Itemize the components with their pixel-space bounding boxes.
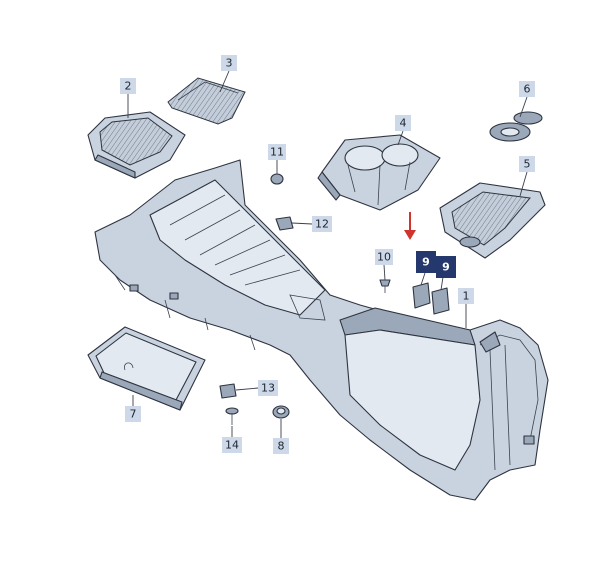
part-clip-11 <box>270 173 284 185</box>
callout-14[interactable]: 14 <box>222 437 242 453</box>
callout-2[interactable]: 2 <box>120 78 136 94</box>
part-insert-pad <box>412 282 450 315</box>
callout-8[interactable]: 8 <box>273 438 289 454</box>
svg-text:3: 3 <box>226 57 233 70</box>
leader-lines <box>127 70 528 438</box>
callout-9-left[interactable]: 9 <box>416 251 436 273</box>
callout-6[interactable]: 6 <box>519 81 535 97</box>
part-center-console <box>94 159 549 501</box>
svg-text:1: 1 <box>463 290 470 303</box>
part-grommet <box>272 405 290 419</box>
part-mat-insert <box>167 77 246 125</box>
svg-text:13: 13 <box>261 382 275 395</box>
callout-7[interactable]: 7 <box>125 406 141 422</box>
part-charging-module <box>439 182 546 259</box>
part-cup-holder <box>317 134 441 211</box>
part-bracket-12 <box>275 216 294 231</box>
svg-text:11: 11 <box>270 146 284 159</box>
svg-text:8: 8 <box>278 440 285 453</box>
svg-text:5: 5 <box>524 158 531 171</box>
svg-text:12: 12 <box>315 218 329 231</box>
svg-text:9: 9 <box>422 256 430 269</box>
svg-text:9: 9 <box>442 261 450 274</box>
part-nut-13 <box>219 383 237 399</box>
callout-12[interactable]: 12 <box>312 216 332 232</box>
callout-4[interactable]: 4 <box>395 115 411 131</box>
callout-3[interactable]: 3 <box>221 55 237 71</box>
svg-text:2: 2 <box>125 80 132 93</box>
callout-11[interactable]: 11 <box>268 144 286 160</box>
svg-text:14: 14 <box>225 439 239 452</box>
part-rubber-mat <box>489 111 543 142</box>
callout-13[interactable]: 13 <box>258 380 278 396</box>
part-screw-14 <box>225 407 239 425</box>
part-screw-10 <box>379 279 391 293</box>
svg-text:10: 10 <box>377 251 391 264</box>
part-storage-drawer <box>87 326 206 411</box>
callout-10[interactable]: 10 <box>375 249 393 265</box>
callout-1[interactable]: 1 <box>458 288 474 304</box>
svg-text:6: 6 <box>524 83 531 96</box>
svg-text:4: 4 <box>400 117 407 130</box>
svg-text:7: 7 <box>130 408 137 421</box>
callout-9-right[interactable]: 9 <box>436 256 456 278</box>
part-storage-tray <box>87 111 186 179</box>
indicator-arrow <box>404 212 416 240</box>
callout-5[interactable]: 5 <box>519 156 535 172</box>
